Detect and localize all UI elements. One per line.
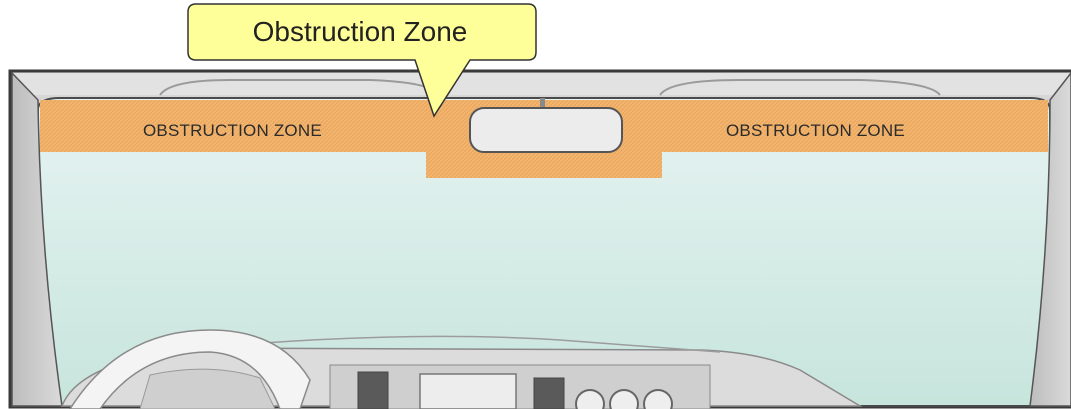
- steering-column: [139, 368, 276, 409]
- roof-strip: [12, 73, 1071, 95]
- right-visor-outline: [659, 79, 941, 96]
- right-a-pillar: [1029, 71, 1071, 407]
- dashboard-panel: [329, 364, 711, 409]
- left-a-pillar: [11, 71, 63, 407]
- center-display: [419, 373, 517, 409]
- callout-text: Obstruction Zone: [252, 16, 468, 47]
- control-knob-2: [609, 389, 639, 409]
- control-knob-1: [575, 389, 605, 409]
- obstruction-zone-label-right: OBSTRUCTION ZONE: [726, 121, 905, 140]
- steering-wheel: [69, 329, 311, 409]
- obstruction-zone-label-left: OBSTRUCTION ZONE: [143, 121, 322, 140]
- callout-bubble: [187, 3, 537, 118]
- left-air-vent: [357, 371, 389, 409]
- rear-view-mirror: [469, 107, 623, 153]
- right-air-vent: [533, 377, 565, 409]
- control-knob-3: [643, 389, 673, 409]
- mirror-stem: [540, 98, 545, 108]
